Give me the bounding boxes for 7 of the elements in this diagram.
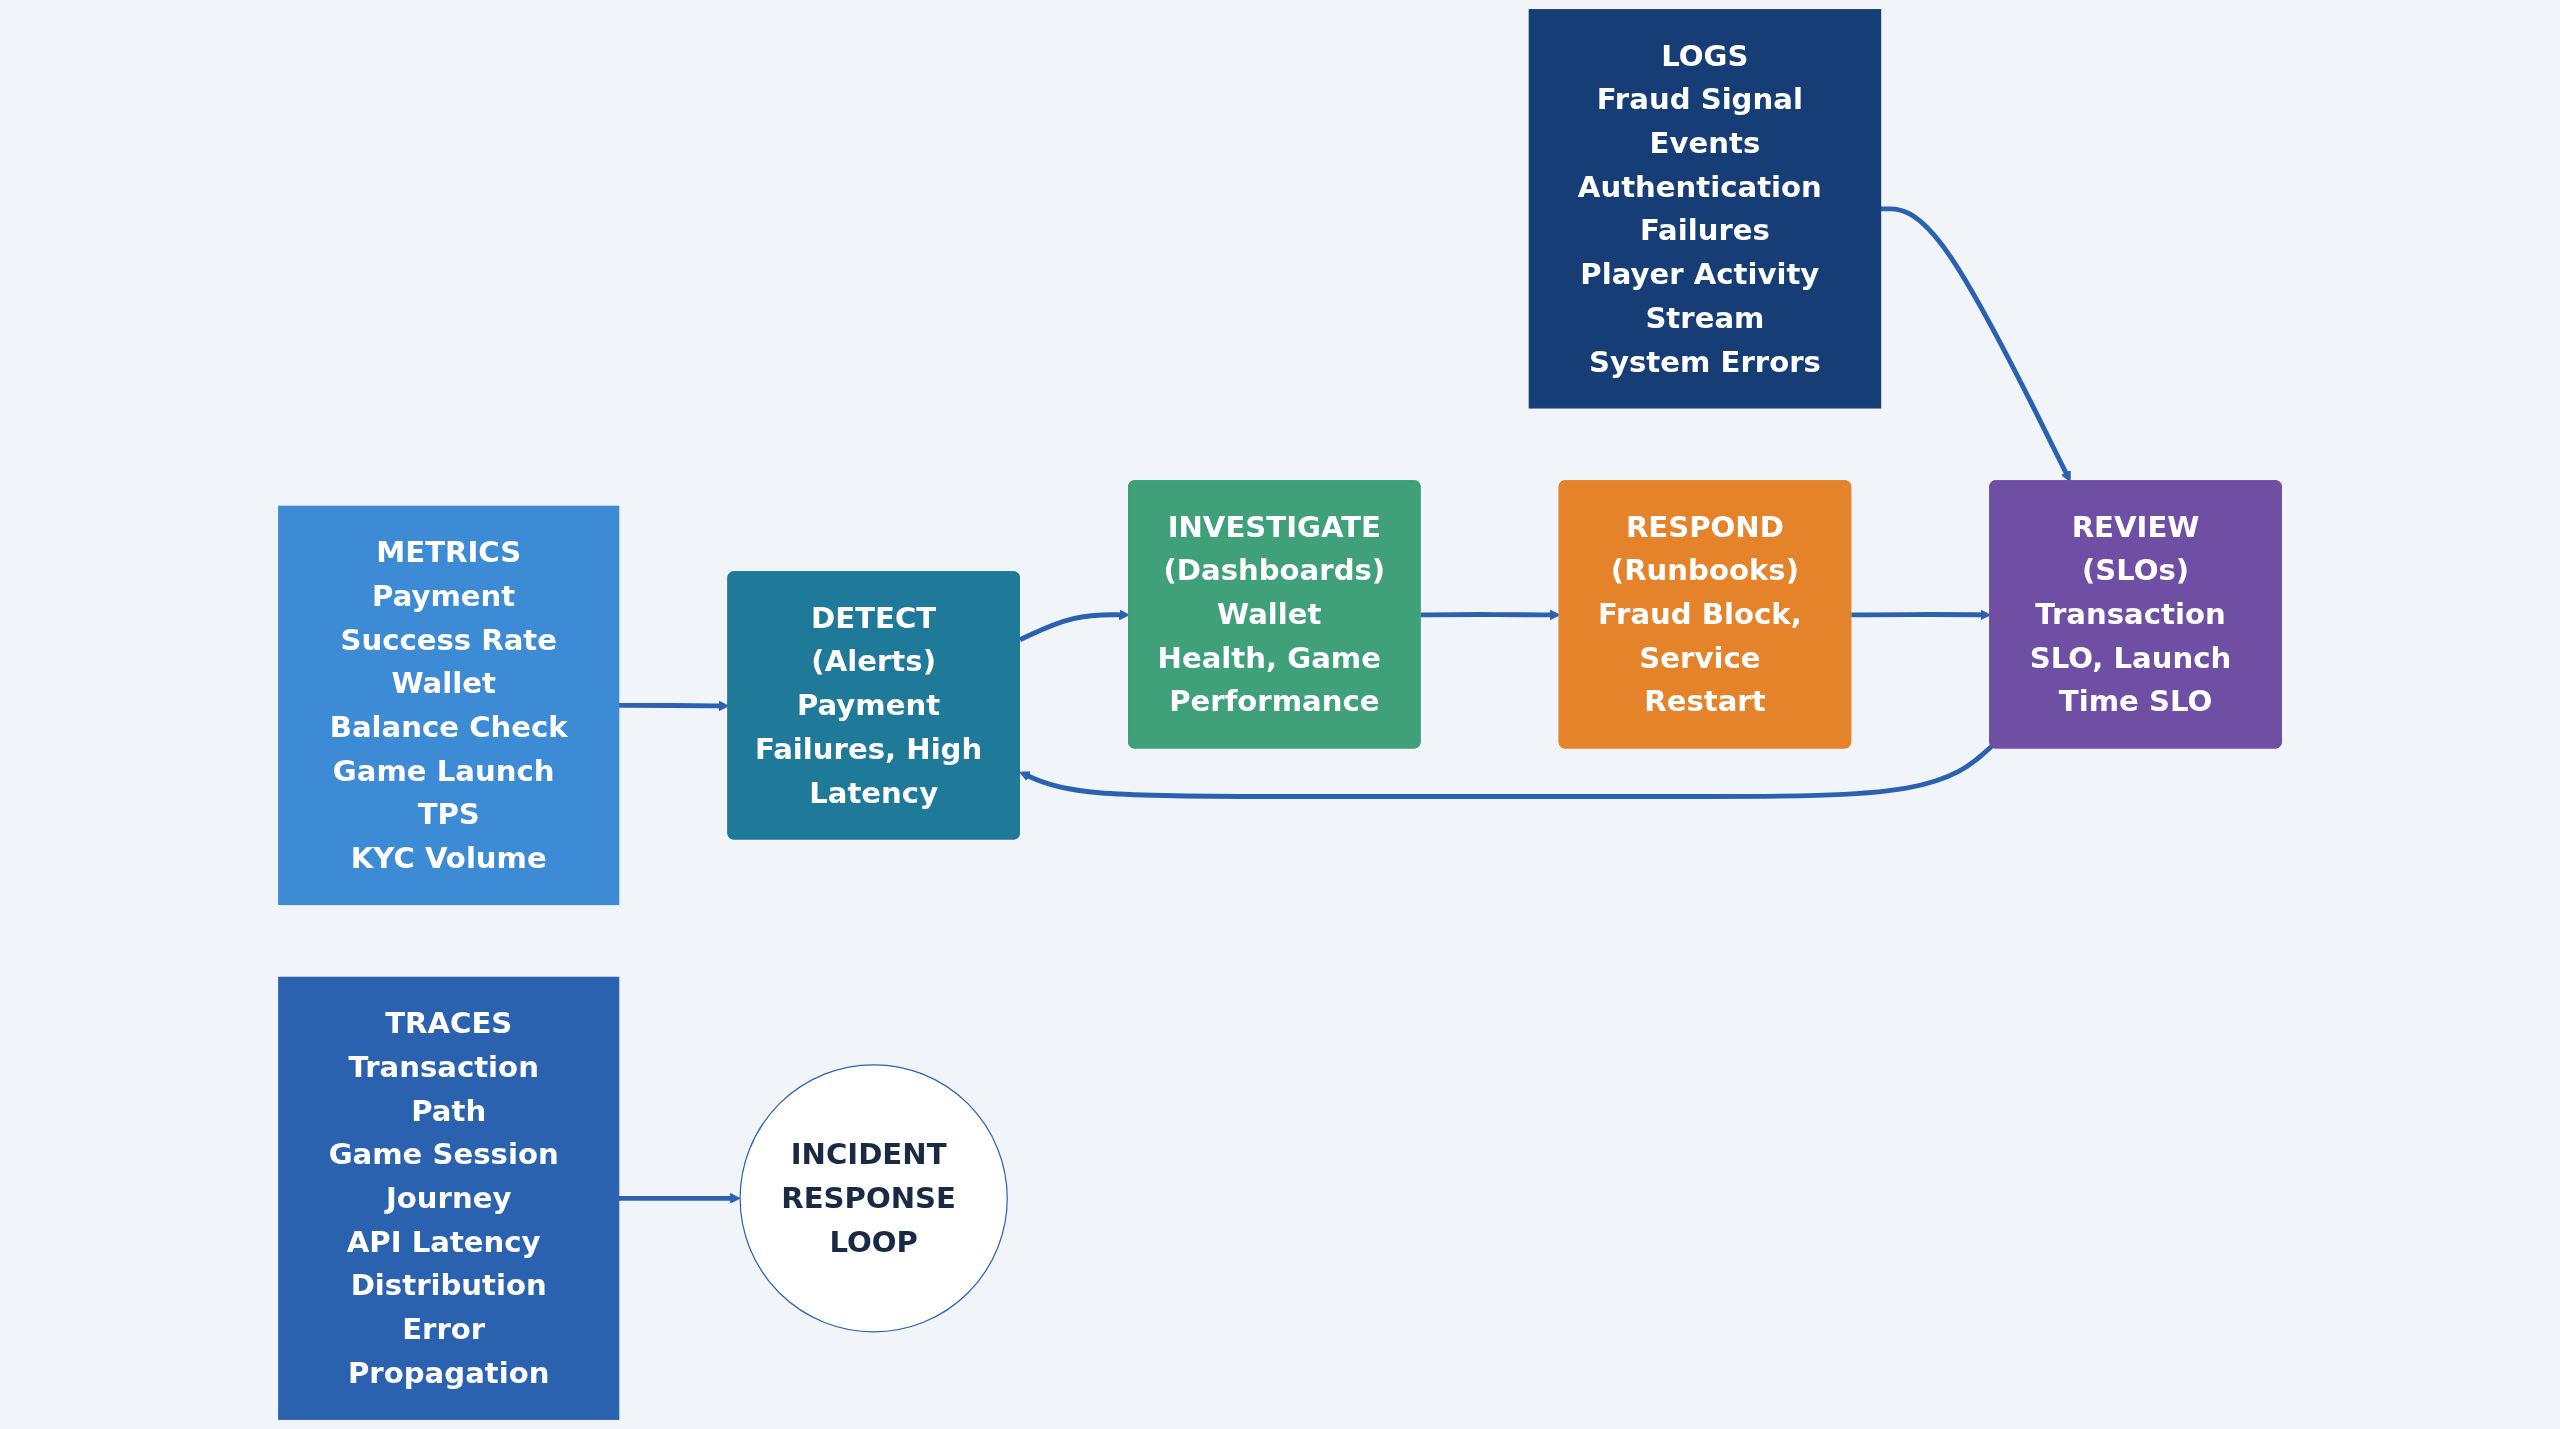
arrow (618, 1193, 741, 1204)
node-box: LOGS Fraud Signal Events Authentication Failures Player Activity Stream System Errors (1528, 9, 1882, 409)
node-box: METRICS Payment Success Rate Wallet Balance Check Game Launch TPS KYC Volume (278, 505, 620, 906)
node-box: TRACES Transaction Path Game Session Journey API Latency Distribution Error Propagation (278, 976, 620, 1420)
arrow (1019, 744, 1994, 799)
node-circle: INCIDENT RESPONSE LOOP (739, 1064, 1008, 1333)
arrow (1880, 206, 2071, 482)
